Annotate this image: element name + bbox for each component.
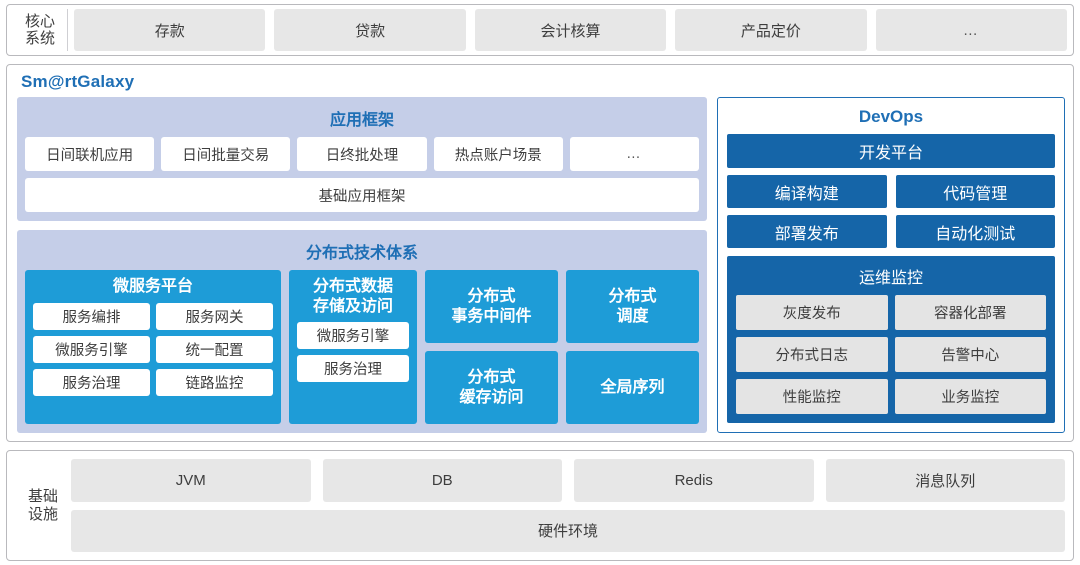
tile-global-sequence[interactable]: 全局序列	[566, 351, 699, 424]
tile-cache-line1: 分布式	[467, 368, 516, 386]
ops-monitoring-items: 灰度发布 容器化部署 分布式日志 告警中心 性能监控 业务监控	[736, 295, 1046, 414]
distributed-tech-block: 分布式技术体系 微服务平台 服务编排 微服务引擎 服务治理	[17, 230, 707, 433]
core-system-item-deposit[interactable]: 存款	[74, 9, 266, 51]
application-framework-items: 日间联机应用 日间批量交易 日终批处理 热点账户场景 …	[25, 137, 700, 171]
microservice-left-column: 服务编排 微服务引擎 服务治理	[33, 302, 150, 416]
smartgalaxy-panel: Sm@rtGalaxy 应用框架 日间联机应用 日间批量交易 日终批处理 热点账…	[6, 64, 1074, 442]
ms-item-service-governance[interactable]: 服务治理	[33, 368, 150, 396]
devops-panel: DevOps 开发平台 编译构建 代码管理 部署发布 自动化测试 运维监控 灰度…	[717, 97, 1065, 433]
application-framework-title: 应用框架	[329, 112, 394, 129]
tile-distributed-cache-access[interactable]: 分布式 缓存访问	[425, 351, 558, 424]
distributed-storage-title: 分布式数据 存储及访问	[297, 275, 409, 322]
devops-column: DevOps 开发平台 编译构建 代码管理 部署发布 自动化测试 运维监控 灰度…	[717, 97, 1065, 433]
appfw-item-daytime-batch[interactable]: 日间批量交易	[161, 137, 291, 171]
devops-item-code-management[interactable]: 代码管理	[895, 175, 1055, 208]
infrastructure-label-line2: 设施	[27, 505, 58, 523]
core-system-item-accounting[interactable]: 会计核算	[474, 9, 667, 51]
microservice-platform-title: 微服务平台	[112, 278, 193, 295]
devops-item-deploy-release[interactable]: 部署发布	[727, 215, 887, 248]
tile-scheduling-line1: 分布式	[608, 287, 657, 305]
infrastructure-content: JVM DB Redis 消息队列 硬件环境	[71, 459, 1065, 552]
distributed-tiles: 分布式 事务中间件 分布式 调度	[425, 270, 699, 424]
storage-item-service-engine[interactable]: 微服务引擎	[297, 322, 409, 350]
core-system-panel: 核心 系统 存款 贷款 会计核算 产品定价 …	[6, 4, 1074, 56]
ms-item-service-orchestration[interactable]: 服务编排	[33, 302, 150, 330]
microservice-right-column: 服务网关 统一配置 链路监控	[156, 302, 273, 416]
ms-item-service-gateway[interactable]: 服务网关	[156, 302, 273, 330]
smartgalaxy-body: 应用框架 日间联机应用 日间批量交易 日终批处理 热点账户场景 … 基础应用框架…	[17, 97, 1065, 433]
tile-transaction-line1: 分布式	[467, 287, 516, 305]
microservice-platform-items: 服务编排 微服务引擎 服务治理 服务网关 统一配置 链路监控	[33, 302, 273, 416]
tile-cache-line2: 缓存访问	[459, 388, 524, 406]
infra-item-db[interactable]: DB	[322, 459, 562, 502]
ops-item-containerized-deploy[interactable]: 容器化部署	[894, 295, 1046, 330]
ops-monitoring-title: 运维监控	[858, 270, 923, 287]
appfw-item-eod-batch[interactable]: 日终批处理	[297, 137, 427, 171]
infrastructure-items: JVM DB Redis 消息队列	[71, 459, 1065, 502]
distributed-storage-block: 分布式数据 存储及访问 微服务引擎 服务治理	[289, 270, 417, 424]
infra-item-redis[interactable]: Redis	[574, 459, 814, 502]
devops-row-1: 编译构建 代码管理	[727, 175, 1055, 208]
distributed-storage-title-line2: 存储及访问	[312, 297, 393, 315]
smartgalaxy-title: Sm@rtGalaxy	[21, 72, 135, 91]
core-system-label-line1: 核心	[24, 12, 55, 30]
appfw-item-hot-account[interactable]: 热点账户场景	[433, 137, 563, 171]
devops-item-automated-testing[interactable]: 自动化测试	[895, 215, 1055, 248]
distributed-storage-title-line1: 分布式数据	[312, 278, 393, 295]
ops-item-gray-release[interactable]: 灰度发布	[736, 295, 888, 330]
tile-distributed-scheduling[interactable]: 分布式 调度	[566, 270, 699, 343]
distributed-tech-title: 分布式技术体系	[305, 245, 418, 262]
core-system-label: 核心 系统	[13, 9, 68, 51]
devops-row-2: 部署发布 自动化测试	[727, 215, 1055, 248]
ms-item-unified-config[interactable]: 统一配置	[156, 335, 273, 363]
ms-item-service-engine[interactable]: 微服务引擎	[33, 335, 150, 363]
ops-item-distributed-logging[interactable]: 分布式日志	[736, 337, 888, 372]
ops-item-performance-monitoring[interactable]: 性能监控	[736, 379, 888, 414]
infrastructure-hardware-row: 硬件环境	[71, 509, 1065, 552]
devops-title: DevOps	[858, 107, 924, 126]
appfw-item-more[interactable]: …	[569, 137, 700, 171]
core-system-label-line2: 系统	[24, 30, 55, 47]
distributed-storage-items: 微服务引擎 服务治理	[297, 322, 409, 416]
infra-item-message-queue[interactable]: 消息队列	[825, 459, 1065, 502]
tile-global-sequence-line1: 全局序列	[600, 378, 665, 396]
appfw-base-framework[interactable]: 基础应用框架	[25, 178, 699, 212]
infrastructure-label: 基础 设施	[15, 459, 71, 552]
ms-item-trace-monitoring[interactable]: 链路监控	[156, 368, 273, 396]
appfw-item-daytime-online[interactable]: 日间联机应用	[25, 137, 155, 171]
infra-item-hardware-environment[interactable]: 硬件环境	[71, 509, 1065, 552]
ops-monitoring-block: 运维监控 灰度发布 容器化部署 分布式日志 告警中心 性能监控 业务监控	[727, 256, 1055, 423]
core-system-items: 存款 贷款 会计核算 产品定价 …	[74, 9, 1068, 51]
tile-scheduling-line2: 调度	[616, 307, 649, 325]
smartgalaxy-left-column: 应用框架 日间联机应用 日间批量交易 日终批处理 热点账户场景 … 基础应用框架…	[17, 97, 707, 433]
core-system-item-pricing[interactable]: 产品定价	[675, 9, 867, 51]
tile-distributed-transaction-middleware[interactable]: 分布式 事务中间件	[425, 270, 558, 343]
core-system-item-more[interactable]: …	[875, 9, 1068, 51]
infrastructure-panel: 基础 设施 JVM DB Redis 消息队列 硬件环境	[6, 450, 1074, 561]
application-framework-block: 应用框架 日间联机应用 日间批量交易 日终批处理 热点账户场景 … 基础应用框架	[17, 97, 707, 221]
infra-item-jvm[interactable]: JVM	[71, 459, 311, 502]
devops-dev-platform[interactable]: 开发平台	[727, 134, 1055, 168]
ops-item-business-monitoring[interactable]: 业务监控	[894, 379, 1046, 414]
infrastructure-label-line1: 基础	[27, 488, 58, 506]
ops-item-alert-center[interactable]: 告警中心	[894, 337, 1046, 372]
tile-transaction-line2: 事务中间件	[451, 307, 532, 325]
storage-item-service-governance[interactable]: 服务治理	[297, 355, 409, 383]
core-system-item-loan[interactable]: 贷款	[274, 9, 466, 51]
microservice-platform-block: 微服务平台 服务编排 微服务引擎 服务治理 服务网关 统一配置	[25, 270, 281, 424]
distributed-tech-columns: 微服务平台 服务编排 微服务引擎 服务治理 服务网关 统一配置	[25, 270, 699, 424]
devops-item-build[interactable]: 编译构建	[727, 175, 887, 208]
